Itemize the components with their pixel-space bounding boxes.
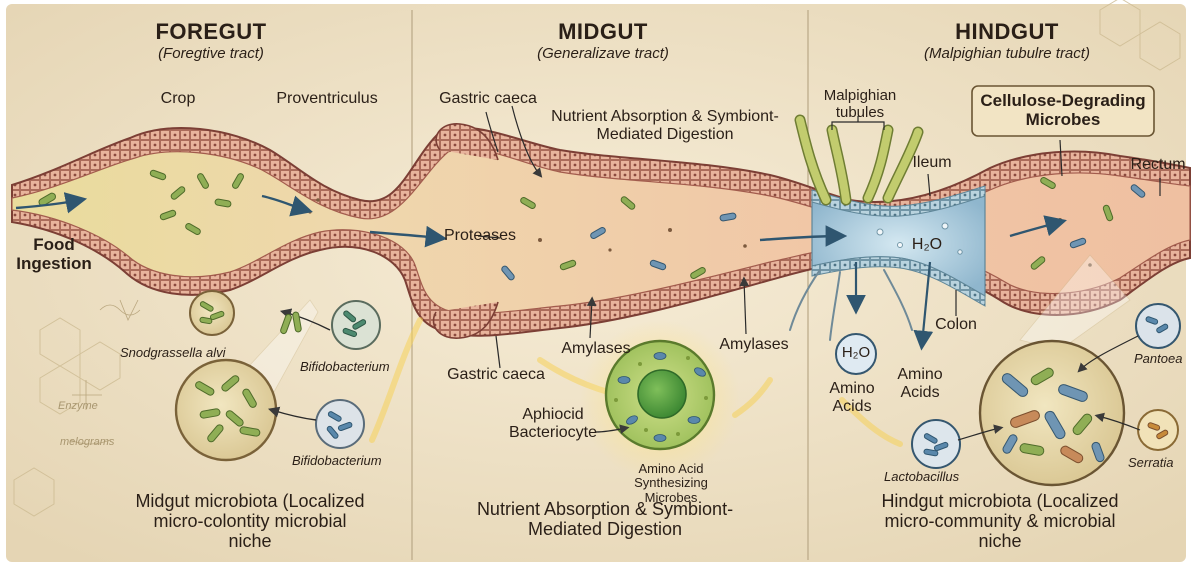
- label-amylases-right: Amylases: [714, 336, 794, 354]
- hindgut-large-circle: [980, 341, 1124, 485]
- section-subtitle-midgut: (Generalizave tract): [508, 46, 698, 63]
- label-colon: Colon: [928, 316, 984, 334]
- bifido-top-circle: [332, 301, 380, 349]
- section-title-hindgut: HINDGUT: [942, 20, 1072, 44]
- caption-hindgut: Hindgut microbiota (Localized micro-comm…: [880, 492, 1120, 551]
- label-malpighian-tubules: Malpighian tubules: [810, 88, 910, 121]
- label-aphiocid-bacteriocyte: Aphiocid Bacteriocyte: [508, 406, 598, 441]
- label-food-ingestion: Food Ingestion: [14, 236, 94, 273]
- microbe-bifidobacterium-top: Bifidobacterium: [300, 360, 390, 374]
- microbe-lactobacillus: Lactobacillus: [884, 470, 959, 484]
- label-h2o-bubble: H₂O: [836, 345, 876, 362]
- foregut-large-circle: [176, 360, 276, 460]
- section-subtitle-foregut: (Foregtive tract): [126, 46, 296, 63]
- label-crop: Crop: [148, 90, 208, 108]
- pantoea-circle: [1136, 304, 1180, 348]
- lactobacillus-circle: [912, 420, 960, 468]
- sketch-note-melograms: melograms: [60, 436, 114, 448]
- label-gastric-caeca-bottom: Gastric caeca: [438, 366, 554, 384]
- microbe-snodgrassella-alvi: Snodgrassella alvi: [120, 346, 226, 360]
- caption-midgut: Nutrient Absorption & Symbiont-Mediated …: [470, 500, 740, 540]
- label-amino-acids-right: Amino Acids: [890, 366, 950, 401]
- label-ileum: Ileum: [902, 154, 962, 172]
- microbe-pantoea: Pantoea: [1134, 352, 1182, 366]
- microbe-bifidobacterium-bottom: Bifidobacterium: [292, 454, 382, 468]
- snodgrassella-circle: [190, 291, 234, 335]
- sketch-note-enzyme: Enzyme: [58, 400, 98, 412]
- label-h2o-ileum: H₂O: [902, 236, 952, 254]
- label-amylases-left: Amylases: [556, 340, 636, 358]
- label-proteases: Proteases: [440, 227, 520, 245]
- label-nutrient-absorption-top: Nutrient Absorption & Symbiont-Mediated …: [540, 108, 790, 143]
- label-gastric-caeca-top: Gastric caeca: [430, 90, 546, 108]
- label-rectum: Rectum: [1128, 156, 1188, 174]
- label-proventriculus: Proventriculus: [262, 90, 392, 108]
- microbe-serratia: Serratia: [1128, 456, 1174, 470]
- label-cellulose-degrading-microbes: Cellulose-Degrading Microbes: [976, 92, 1150, 129]
- bifido-bottom-circle: [316, 400, 364, 448]
- section-subtitle-hindgut: (Malpighian tubulre tract): [892, 46, 1122, 63]
- section-title-foregut: FOREGUT: [146, 20, 276, 44]
- label-amino-acids-left: Amino Acids: [822, 380, 882, 415]
- caption-foregut: Midgut microbiota (Localized micro-colon…: [130, 492, 370, 551]
- serratia-circle: [1138, 410, 1178, 450]
- section-title-midgut: MIDGUT: [543, 20, 663, 44]
